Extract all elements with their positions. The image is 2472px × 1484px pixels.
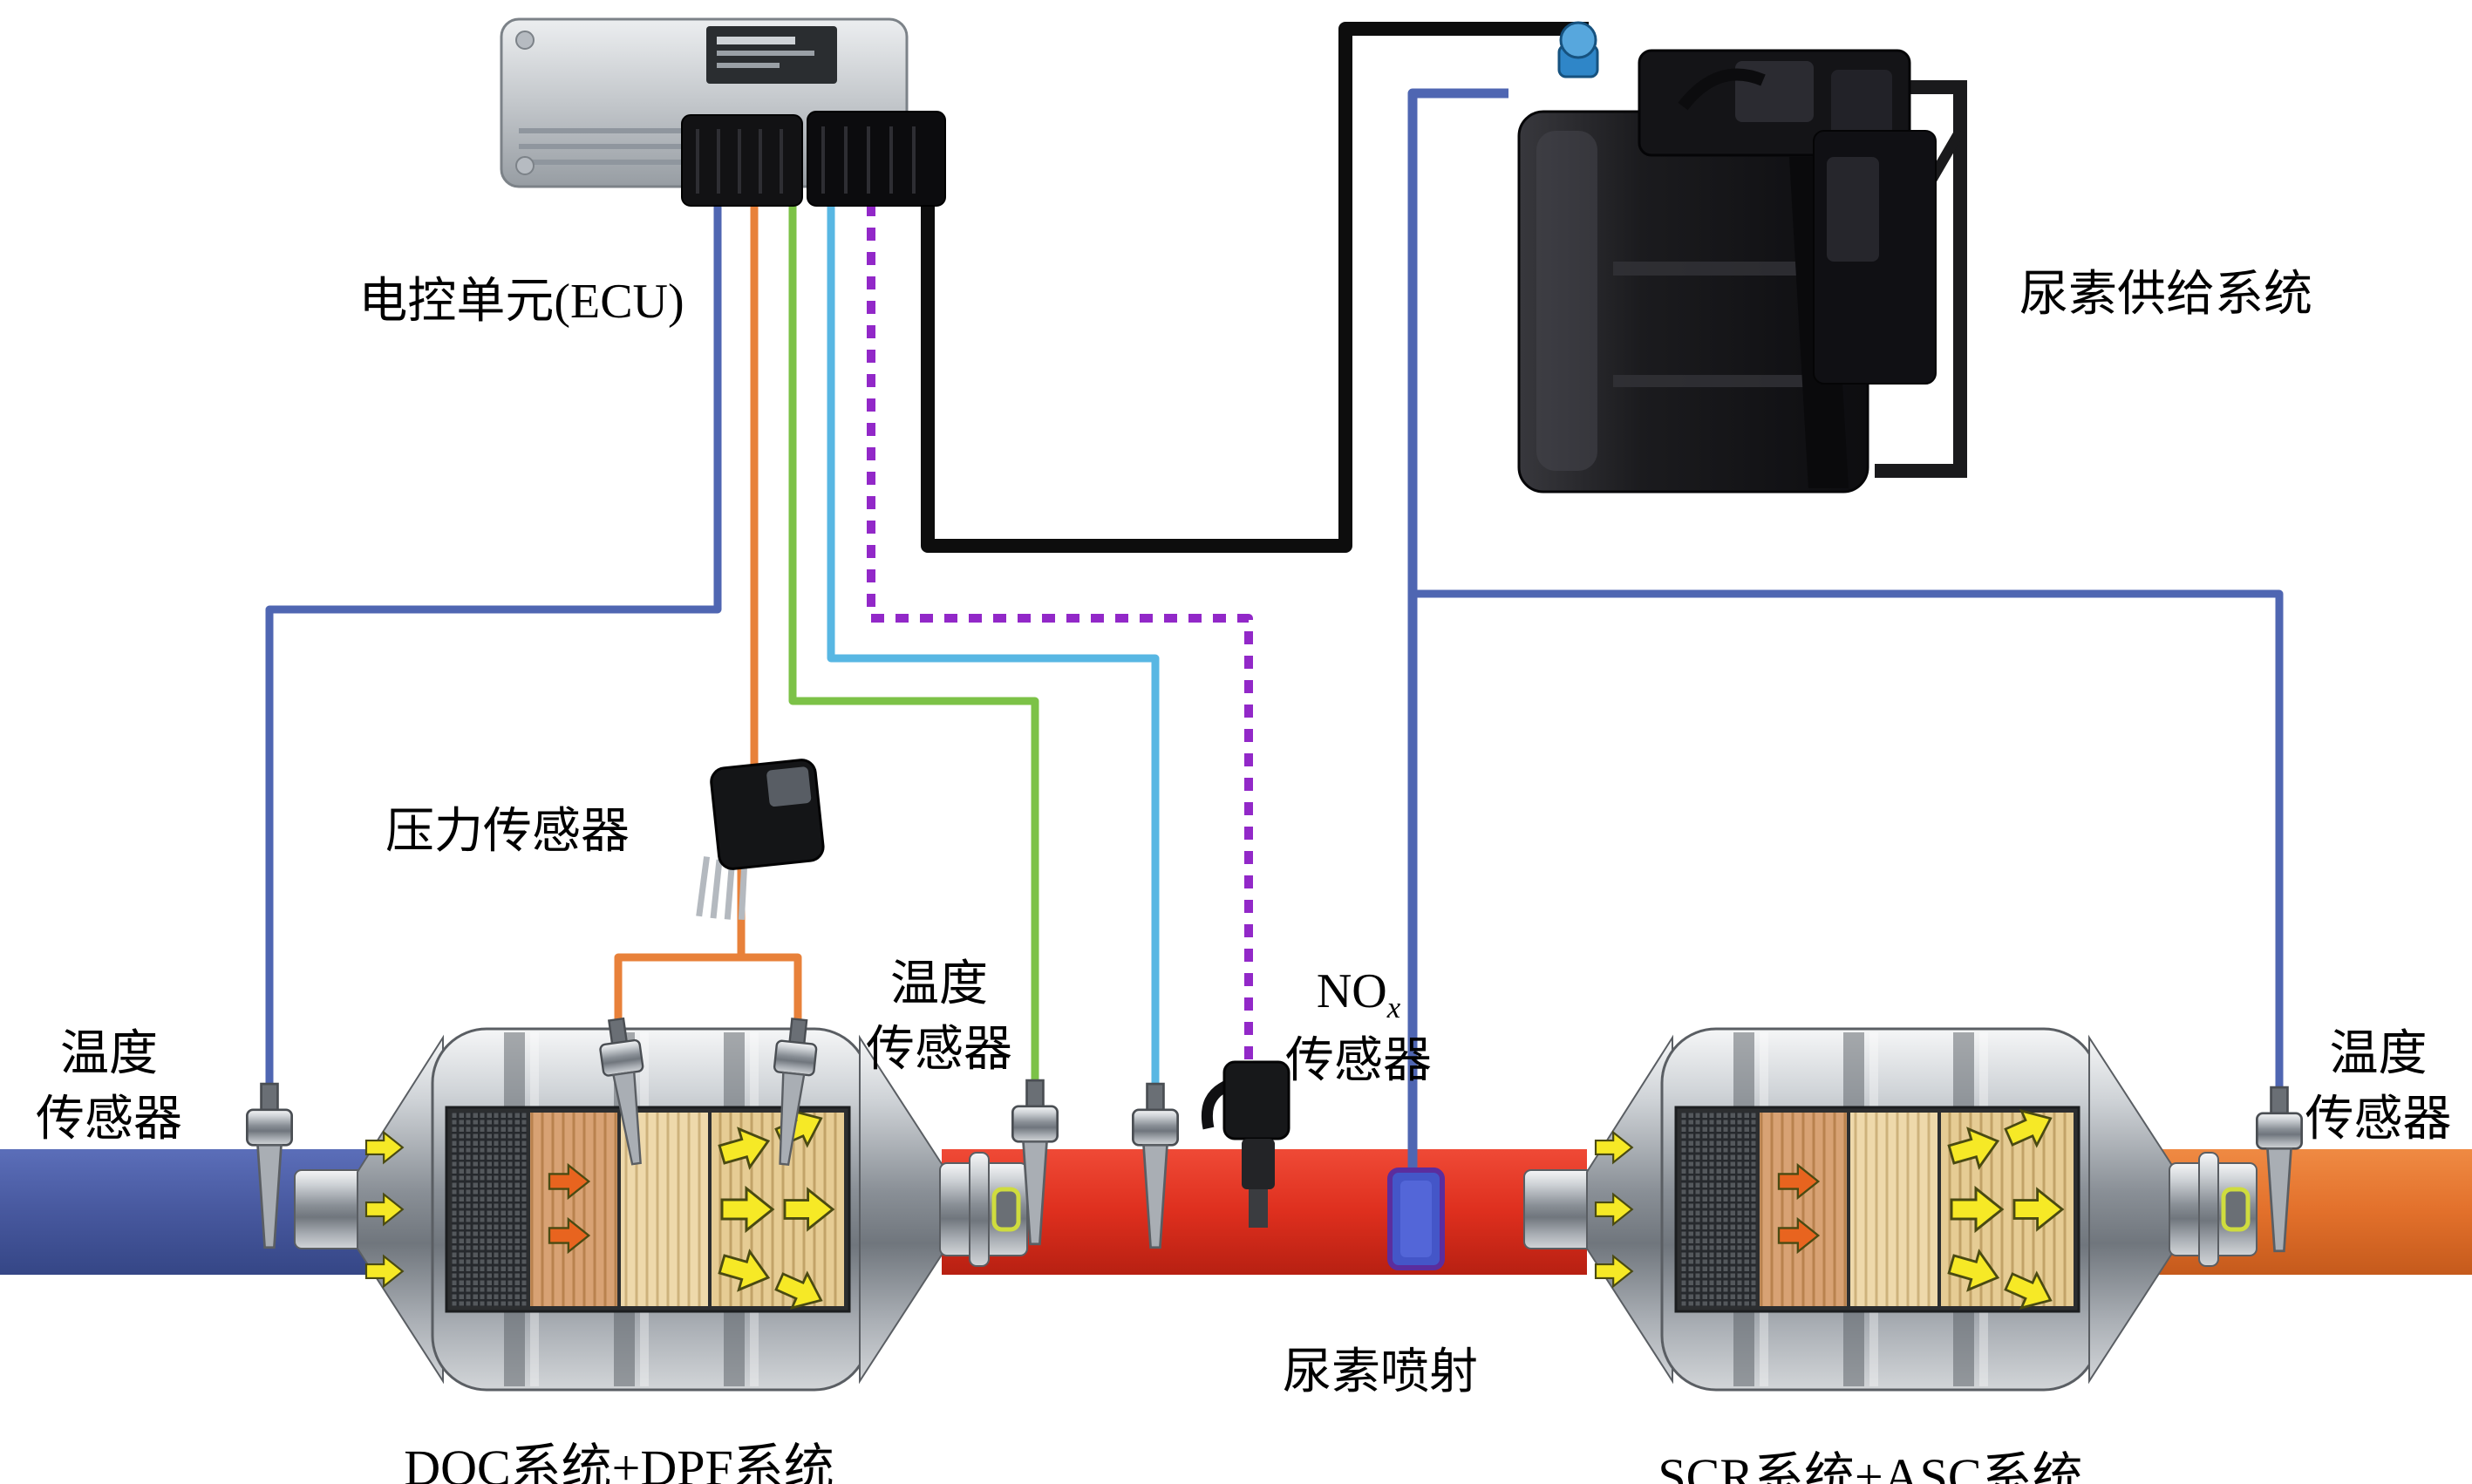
doc-dpf-label: DOC系统+DPF系统 [404, 1440, 834, 1484]
scr-asc-label: SCR系统+ASC系统 [1658, 1448, 2083, 1484]
ecu-label: 电控单元(ECU) [358, 275, 684, 329]
temp-sensor-right-label: 温度 传感器 [2305, 1027, 2452, 1147]
pressure-sensor-label: 压力传感器 [385, 805, 630, 859]
doc-dpf-canister [295, 1029, 1027, 1390]
wire-orange-pressure-to-doc-sensors [614, 868, 802, 1027]
temp-sensor-mid-label: 温度 传感器 [866, 957, 1012, 1078]
wire-purple-dotted-nox-sensor [867, 179, 1253, 1081]
pressure-sensor-image [696, 759, 825, 920]
urea-injector [1387, 1167, 1445, 1270]
nox-sensor-label: NOx 传感器 [1285, 964, 1432, 1088]
wire-black-ecu-to-urea-system [921, 22, 1589, 553]
wire-urea-supply-line [1407, 88, 1508, 1179]
urea-injection-label: 尿素喷射 [1283, 1345, 1478, 1399]
urea-supply-label: 尿素供给系统 [2019, 268, 2312, 322]
scr-asc-canister [1524, 1029, 2257, 1390]
nox-sensor-image [1201, 1060, 1290, 1228]
wire-blue-right-temp-sensor [1413, 589, 2284, 1100]
ecu-image [500, 17, 946, 207]
temp-sensor-left-label: 温度 传感器 [36, 1027, 182, 1147]
wire-green-temp-sensor [788, 179, 1039, 1088]
urea-supply-image [1517, 21, 1967, 494]
wire-cyan-temp-sensor [827, 179, 1160, 1092]
wire-blue-left-temp-sensor [265, 179, 722, 1094]
